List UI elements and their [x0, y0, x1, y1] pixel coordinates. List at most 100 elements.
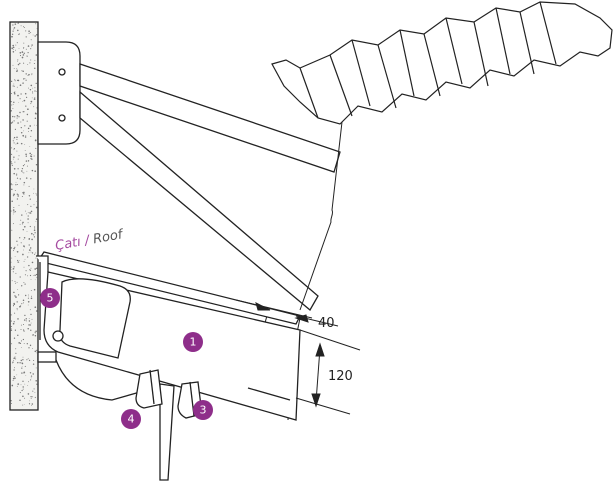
wall-stipple-dot: [34, 226, 36, 228]
wall-stipple-dot: [22, 253, 24, 256]
wall-stipple-dot: [16, 301, 18, 303]
wall-stipple-dot: [16, 184, 18, 185]
wall-stipple-dot: [19, 178, 21, 180]
wall-stipple-dot: [23, 130, 25, 132]
wall-stipple-dot: [27, 63, 29, 65]
wall-stipple-dot: [36, 349, 38, 352]
cassette-cover: [36, 251, 301, 340]
wall-stipple-dot: [11, 147, 13, 149]
wall-stipple-dot: [36, 276, 38, 278]
wall-stipple-dot: [30, 205, 32, 207]
wall-stipple-dot: [13, 369, 15, 371]
wall-stipple-dot: [30, 39, 32, 41]
wall-stipple-dot: [11, 104, 13, 106]
wall-stipple-dot: [25, 153, 27, 156]
wall-stipple-dot: [31, 73, 33, 75]
wall-stipple-dot: [13, 247, 15, 250]
wall-stipple-dot: [20, 142, 23, 145]
wall-stipple-dot: [23, 282, 25, 284]
wall-stipple-dot: [36, 383, 38, 385]
wall-stipple-dot: [23, 330, 25, 332]
wall-stipple-dot: [19, 98, 21, 100]
wall-stipple-dot: [13, 206, 15, 209]
wall-stipple-dot: [22, 338, 25, 341]
wall-stipple-dot: [34, 90, 36, 92]
wall-stipple-dot: [10, 210, 12, 212]
wall-stipple-dot: [36, 34, 38, 36]
wall-stipple-dot: [13, 28, 15, 30]
badge-3-label: 3: [200, 404, 207, 417]
wall-stipple-dot: [14, 256, 16, 257]
wall-stipple-dot: [23, 62, 25, 64]
wall-stipple-dot: [14, 116, 16, 118]
wall-stipple-dot: [18, 116, 20, 118]
wall-stipple-dot: [24, 144, 26, 145]
wall-stipple-dot: [34, 35, 36, 37]
wall-stipple-dot: [12, 64, 14, 66]
wall-stipple-dot: [13, 304, 14, 306]
wall-stipple-dot: [20, 329, 22, 330]
wall-stipple-dot: [14, 356, 16, 358]
wall-stipple-dot: [15, 358, 17, 360]
wall-stipple-dot: [31, 97, 33, 99]
wall-stipple-dot: [35, 330, 37, 333]
wall-stipple-dot: [23, 319, 26, 321]
wall-stipple-dot: [20, 25, 22, 27]
wall-stipple-dot: [27, 127, 30, 130]
wall-stipple-dot: [24, 283, 26, 285]
wall-stipple-dot: [12, 158, 14, 160]
roof-label: Çatı / Roof: [54, 227, 126, 254]
wall-stipple-dot: [22, 111, 24, 113]
wall-stipple-dot: [21, 195, 23, 198]
wall-stipple-dot: [30, 59, 32, 61]
wall-stipple-dot: [13, 266, 15, 268]
wall-stipple-dot: [30, 379, 32, 381]
wall-stipple-dot: [16, 70, 18, 73]
wall-stipple-dot: [13, 142, 15, 144]
wall-stipple-dot: [23, 111, 25, 113]
wall-stipple-dot: [20, 121, 22, 123]
wall-stipple-dot: [12, 51, 15, 53]
wall-stipple-dot: [21, 365, 23, 367]
roof-label-tr: Çatı: [54, 235, 82, 254]
wall-stipple-dot: [35, 352, 37, 354]
wall-stipple-dot: [13, 172, 15, 175]
wall-stipple-dot: [23, 48, 25, 50]
wall-stipple-dot: [12, 30, 14, 32]
wall-stipple-dot: [11, 93, 12, 94]
wall-stipple-dot: [35, 193, 37, 195]
wall-stipple-dot: [29, 146, 31, 147]
wall-stipple-dot: [12, 377, 15, 380]
wall-stipple-dot: [23, 26, 24, 28]
wall-stipple-dot: [27, 304, 29, 306]
wall-stipple-dot: [23, 181, 26, 184]
wall-stipple-dot: [10, 100, 12, 103]
wall-stipple-dot: [21, 167, 24, 170]
wall-stipple-dot: [19, 111, 21, 114]
wall-stipple-dot: [33, 106, 35, 108]
wall-stipple-dot: [12, 267, 15, 270]
wall-stipple-dot: [13, 149, 15, 151]
wall-stipple-dot: [36, 194, 38, 196]
wall-stipple-dot: [29, 344, 32, 347]
wall-stipple-dot: [25, 318, 27, 320]
wall-stipple-dot: [28, 400, 30, 402]
wall-stipple-dot: [32, 92, 34, 94]
wall-stipple-dot: [12, 103, 14, 105]
wall-stipple-dot: [25, 210, 27, 212]
wall-stipple-dot: [23, 26, 25, 29]
wall-stipple-dot: [23, 343, 25, 345]
wall-stipple-dot: [32, 234, 35, 236]
wall-stipple-dot: [10, 183, 12, 185]
wall-stipple-dot: [31, 295, 32, 297]
wall-stipple-dot: [20, 340, 23, 342]
wall-stipple-dot: [13, 213, 14, 215]
wall-stipple-dot: [33, 388, 35, 390]
wall-stipple-dot: [28, 359, 31, 362]
wall-stipple-dot: [25, 105, 27, 107]
wall-stipple-dot: [28, 238, 30, 240]
wall-stipple-dot: [16, 173, 18, 174]
wall-stipple-dot: [16, 86, 18, 88]
wall-stipple-dot: [17, 383, 20, 385]
wall-stipple-dot: [36, 124, 37, 126]
